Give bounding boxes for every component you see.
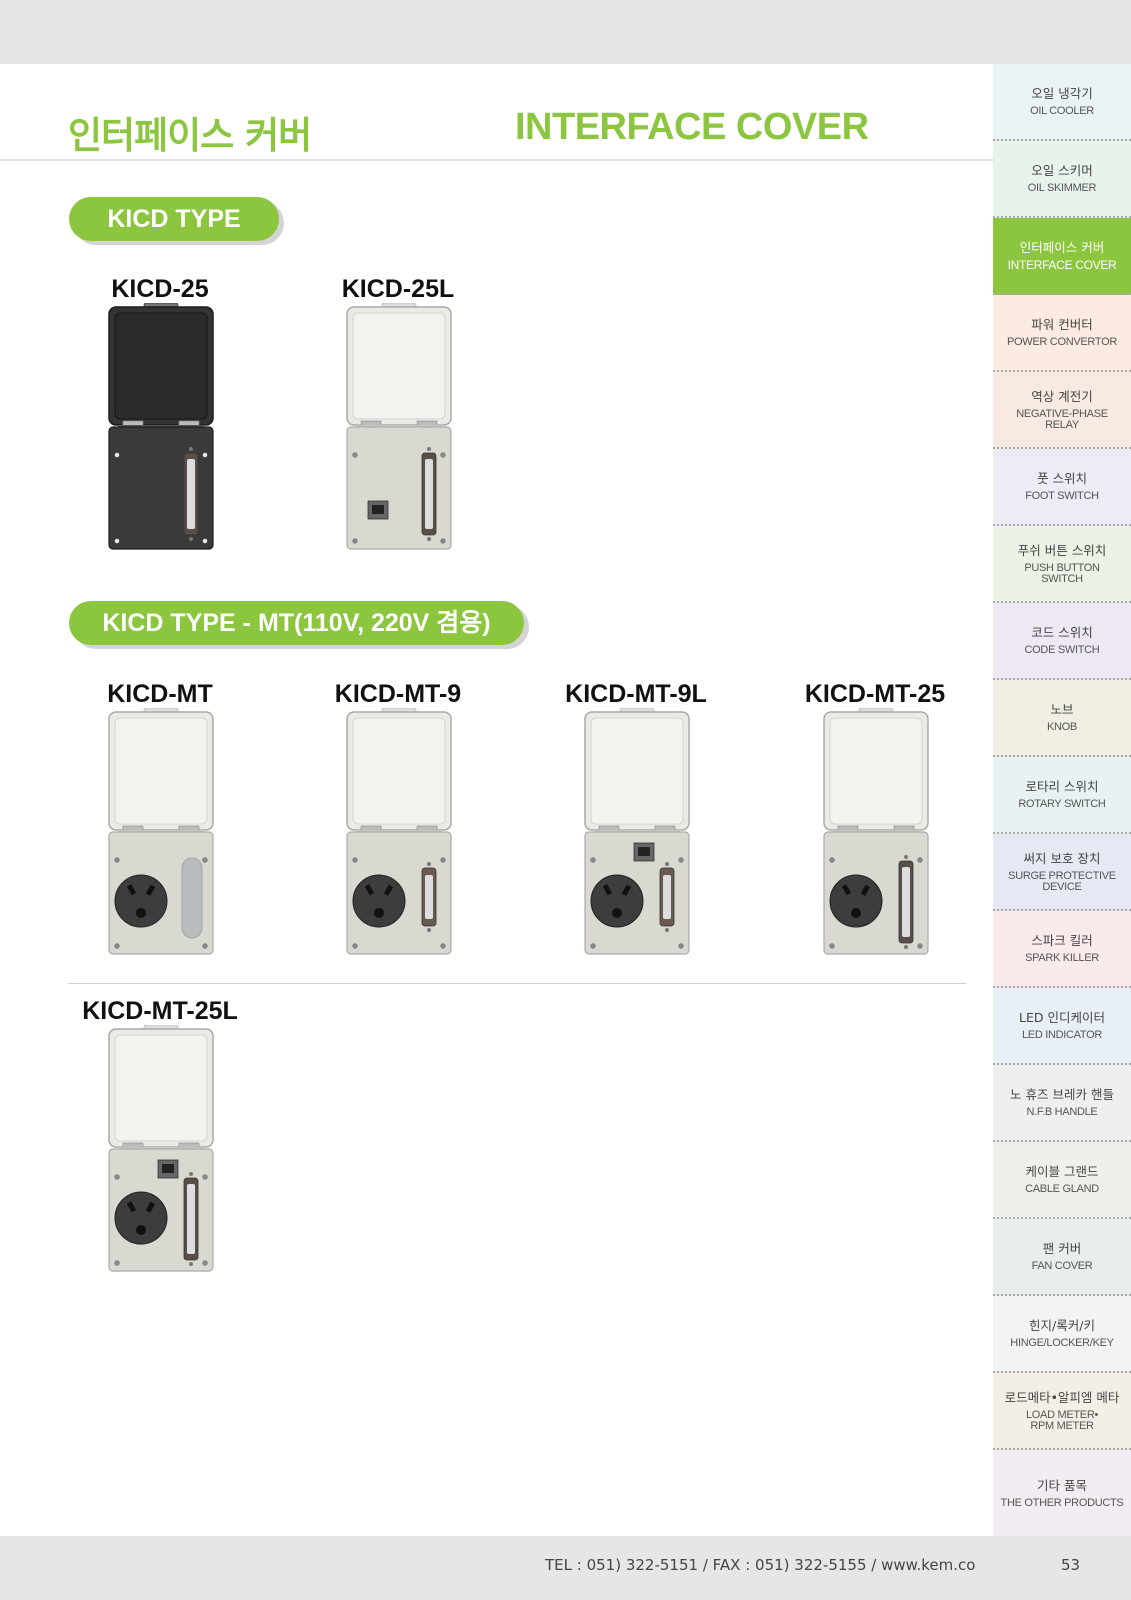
footer-contact: TEL : 051) 322-5151 / FAX : 051) 322-515… [545, 1556, 976, 1574]
sidebar-item-label-ko: 로드메타•알피엠 메타 [1004, 1389, 1120, 1405]
row-divider [68, 983, 966, 984]
sidebar-item-other-products[interactable]: 기타 품목 THE OTHER PRODUCTS [993, 1450, 1131, 1536]
sidebar-item-label-ko: 노 휴즈 브레카 핸들 [1010, 1087, 1114, 1102]
sidebar-item-label-ko: 푸쉬 버튼 스위치 [1017, 542, 1107, 558]
sidebar-item-nfb-handle[interactable]: 노 휴즈 브레카 핸들 N.F.B HANDLE [993, 1065, 1131, 1142]
section-label-kicd-type: KICD TYPE [69, 197, 279, 241]
sidebar-item-label-en: KNOB [1047, 721, 1077, 733]
sidebar-item-label-ko: 스파크 킬러 [1031, 933, 1093, 948]
product-name: KICD-MT-25 [804, 680, 946, 708]
sidebar-item-label-en: SPARK KILLER [1025, 952, 1099, 964]
product-image [346, 302, 452, 551]
sidebar-item-label-ko: 풋 스위치 [1037, 471, 1087, 486]
sidebar-item-cable-gland[interactable]: 케이블 그랜드 CABLE GLAND [993, 1142, 1131, 1219]
sidebar-item-negative-phase-relay[interactable]: 역상 계전기 NEGATIVE-PHASE RELAY [993, 372, 1131, 449]
sidebar-item-spark-killer[interactable]: 스파크 킬러 SPARK KILLER [993, 911, 1131, 988]
sidebar-item-oil-cooler[interactable]: 오일 냉각기 OIL COOLER [993, 64, 1131, 141]
product-image [823, 707, 929, 956]
sidebar-item-code-switch[interactable]: 코드 스위치 CODE SWITCH [993, 603, 1131, 680]
product-name: KICD-MT [107, 680, 213, 708]
sidebar-item-label-en: LOAD METER• RPM METER [1025, 1408, 1099, 1432]
sidebar-item-interface-cover[interactable]: 인터페이스 커버 INTERFACE COVER [993, 218, 1131, 295]
footer-band [0, 1536, 1131, 1600]
product-name: KICD-MT-9 [334, 680, 462, 708]
sidebar-item-label-en: POWER CONVERTOR [1007, 336, 1117, 348]
sidebar-item-label-en: CABLE GLAND [1025, 1183, 1099, 1195]
sidebar-item-foot-switch[interactable]: 풋 스위치 FOOT SWITCH [993, 449, 1131, 526]
sidebar-item-label-ko: 오일 냉각기 [1031, 86, 1093, 101]
sidebar-item-label-en: THE OTHER PRODUCTS [1000, 1496, 1124, 1509]
product-name: KICD-25L [341, 275, 455, 303]
sidebar-item-fan-cover[interactable]: 팬 커버 FAN COVER [993, 1219, 1131, 1296]
sidebar-item-label-ko: 파워 컨버터 [1031, 317, 1093, 332]
sidebar-item-label-ko: LED 인디케이터 [1019, 1010, 1105, 1025]
top-band [0, 0, 1131, 64]
sidebar-item-label-en: OIL COOLER [1030, 105, 1094, 117]
sidebar-item-label-ko: 써지 보호 장치 [1023, 850, 1101, 866]
sidebar-item-label-en: NEGATIVE-PHASE RELAY [1016, 407, 1108, 431]
sidebar-item-label-ko: 로타리 스위치 [1025, 779, 1099, 794]
product-card: KICD-25 [65, 275, 255, 575]
sidebar-item-label-ko: 케이블 그랜드 [1025, 1164, 1099, 1179]
sidebar-item-knob[interactable]: 노브 KNOB [993, 680, 1131, 757]
sidebar-item-label-en: SURGE PROTECTIVE DEVICE [1008, 869, 1116, 893]
sidebar-item-label-ko: 노브 [1050, 702, 1074, 717]
section-label-kicd-mt: KICD TYPE - MT(110V, 220V 겸용) [69, 601, 524, 645]
product-card: KICD-MT-25L [65, 997, 255, 1297]
sidebar-item-label-en: INTERFACE COVER [1007, 258, 1117, 272]
product-card: KICD-MT-25 [780, 680, 970, 980]
sidebar-item-label-ko: 코드 스위치 [1031, 625, 1093, 640]
product-card: KICD-MT-9 [303, 680, 493, 980]
product-image [108, 302, 214, 551]
sidebar-item-label-ko: 인터페이스 커버 [1019, 240, 1105, 255]
sidebar-item-label-en: N.F.B HANDLE [1026, 1106, 1098, 1118]
product-image [108, 707, 214, 956]
sidebar-item-label-en: PUSH BUTTON SWITCH [1024, 561, 1100, 585]
sidebar-item-label-en: FAN COVER [1031, 1260, 1093, 1272]
sidebar-item-label-en: HINGE/LOCKER/KEY [1010, 1337, 1114, 1349]
sidebar-item-led-indicator[interactable]: LED 인디케이터 LED INDICATOR [993, 988, 1131, 1065]
page-title-ko: 인터페이스 커버 [68, 114, 312, 157]
sidebar-item-label-en: ROTARY SWITCH [1018, 798, 1106, 810]
title-divider [0, 159, 993, 161]
product-name: KICD-MT-9L [565, 680, 707, 708]
sidebar-item-label-ko: 힌지/록커/키 [1029, 1318, 1095, 1333]
sidebar-item-rotary-switch[interactable]: 로타리 스위치 ROTARY SWITCH [993, 757, 1131, 834]
product-image [346, 707, 452, 956]
product-image [584, 707, 690, 956]
product-card: KICD-MT-9L [541, 680, 731, 980]
sidebar-item-surge-protective-device[interactable]: 써지 보호 장치 SURGE PROTECTIVE DEVICE [993, 834, 1131, 911]
sidebar-item-label-ko: 기타 품목 [1037, 1477, 1087, 1493]
sidebar-item-push-button-switch[interactable]: 푸쉬 버튼 스위치 PUSH BUTTON SWITCH [993, 526, 1131, 603]
sidebar-item-label-ko: 오일 스키머 [1031, 163, 1093, 178]
sidebar-item-load-meter[interactable]: 로드메타•알피엠 메타 LOAD METER• RPM METER [993, 1373, 1131, 1450]
category-sidebar: 오일 냉각기 OIL COOLER 오일 스키머 OIL SKIMMER 인터페… [993, 64, 1131, 1536]
product-name: KICD-MT-25L [82, 997, 238, 1025]
page-title-en: INTERFACE COVER [515, 106, 869, 148]
sidebar-item-label-ko: 팬 커버 [1042, 1241, 1082, 1256]
sidebar-item-label-en: LED INDICATOR [1021, 1029, 1103, 1041]
product-name: KICD-25 [111, 275, 209, 303]
sidebar-item-oil-skimmer[interactable]: 오일 스키머 OIL SKIMMER [993, 141, 1131, 218]
sidebar-item-power-convertor[interactable]: 파워 컨버터 POWER CONVERTOR [993, 295, 1131, 372]
sidebar-item-label-ko: 역상 계전기 [1031, 388, 1093, 404]
product-image [108, 1024, 214, 1273]
sidebar-item-label-en: OIL SKIMMER [1027, 182, 1097, 194]
page-number: 53 [1061, 1556, 1081, 1574]
sidebar-item-hinge-locker-key[interactable]: 힌지/록커/키 HINGE/LOCKER/KEY [993, 1296, 1131, 1373]
product-card: KICD-25L [303, 275, 493, 575]
sidebar-item-label-en: FOOT SWITCH [1025, 490, 1099, 502]
sidebar-item-label-en: CODE SWITCH [1024, 644, 1100, 656]
product-card: KICD-MT [65, 680, 255, 980]
